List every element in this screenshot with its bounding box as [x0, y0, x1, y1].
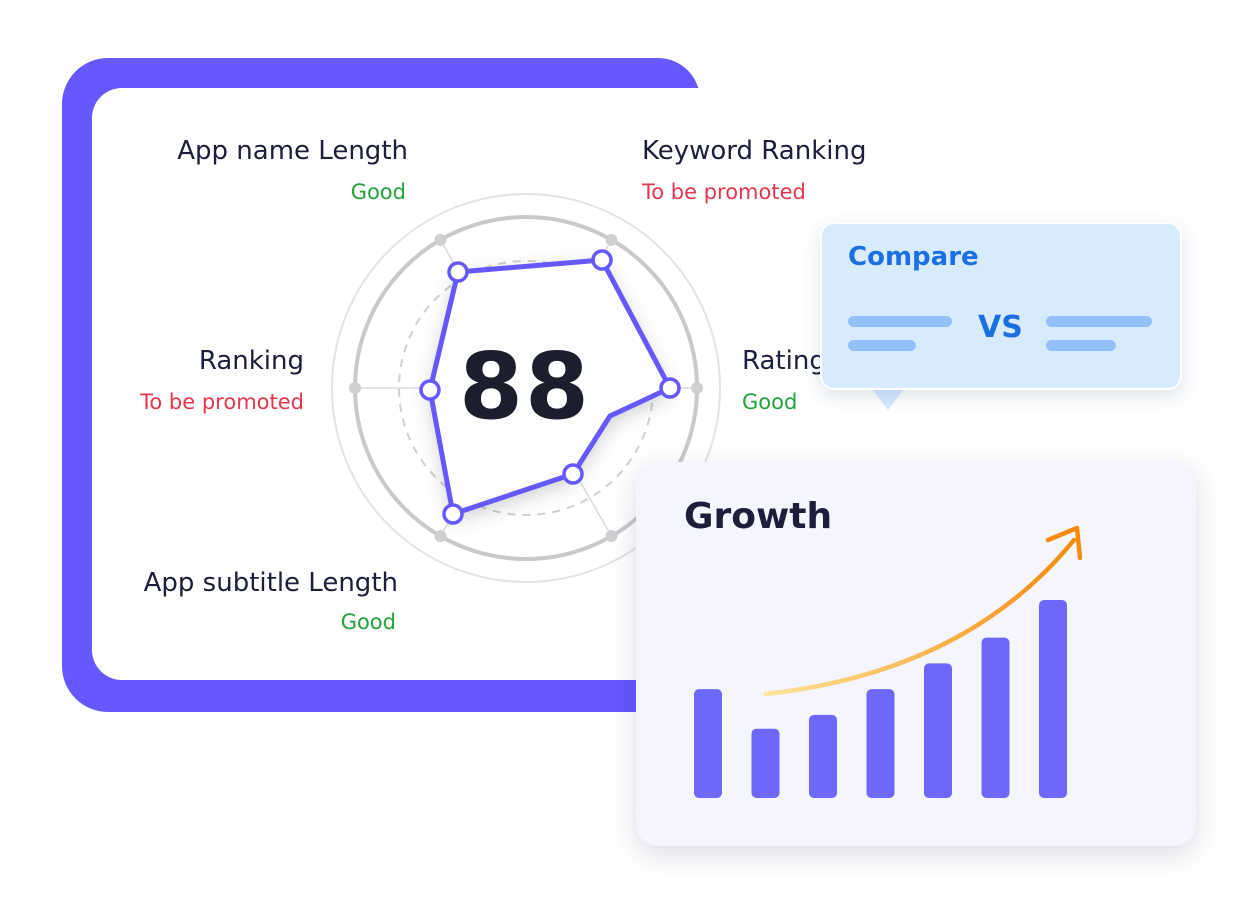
radar-polygon	[427, 257, 673, 517]
radar-vertex-3	[562, 463, 584, 485]
growth-bar-2	[751, 728, 780, 798]
radar-chart	[331, 193, 721, 583]
vs-label: VS	[978, 310, 1023, 345]
status-app-name-length: Good	[350, 180, 406, 204]
status-app-subtitle-length: Good	[340, 610, 396, 634]
radar-axis-dot-0	[434, 233, 447, 246]
label-rating: Rating	[742, 346, 826, 376]
compare-right-bar-2	[1046, 340, 1116, 351]
label-ranking: Ranking	[198, 346, 304, 376]
radar-axis-dot-5	[349, 382, 361, 394]
radar-axis-dot-2	[691, 382, 703, 394]
status-rating: Good	[742, 390, 798, 414]
score-value: 88	[458, 333, 592, 440]
growth-arrow-head-icon	[1045, 525, 1083, 561]
radar-vertex-0	[447, 261, 469, 283]
growth-title: Growth	[684, 496, 833, 537]
radar-axis-dot-1	[605, 233, 618, 246]
radar-vertex-5	[419, 379, 441, 401]
compare-left-bar-2	[848, 340, 916, 351]
radar-area-shadow	[430, 260, 670, 514]
growth-bar-6	[981, 637, 1010, 798]
growth-bar-3	[809, 714, 837, 798]
radar-axis-dot-4	[434, 530, 447, 543]
growth-chart	[694, 525, 1083, 798]
compare-title: Compare	[848, 242, 979, 272]
growth-bar-7	[1039, 600, 1067, 798]
label-app-subtitle-length: App subtitle Length	[143, 568, 398, 598]
growth-bar-5	[924, 663, 952, 798]
radar-vertex-2	[659, 377, 681, 399]
radar-vertex-4	[442, 503, 464, 525]
label-keyword-ranking: Keyword Ranking	[642, 136, 867, 166]
growth-bar-4	[866, 689, 895, 798]
compare-bubble: Compare VS	[820, 222, 1182, 390]
growth-card: Growth	[636, 462, 1196, 846]
label-app-name-length: App name Length	[177, 136, 408, 166]
compare-right-bar-1	[1046, 316, 1152, 327]
compare-left-bar-1	[848, 316, 952, 327]
radar-vertex-1	[591, 249, 613, 271]
growth-arrow-line	[763, 537, 1077, 697]
radar-axis-dot-3	[605, 530, 618, 543]
status-keyword-ranking: To be promoted	[642, 180, 806, 204]
growth-bar-1	[694, 689, 722, 798]
status-ranking: To be promoted	[140, 390, 304, 414]
radar-ring-outer	[331, 193, 721, 583]
